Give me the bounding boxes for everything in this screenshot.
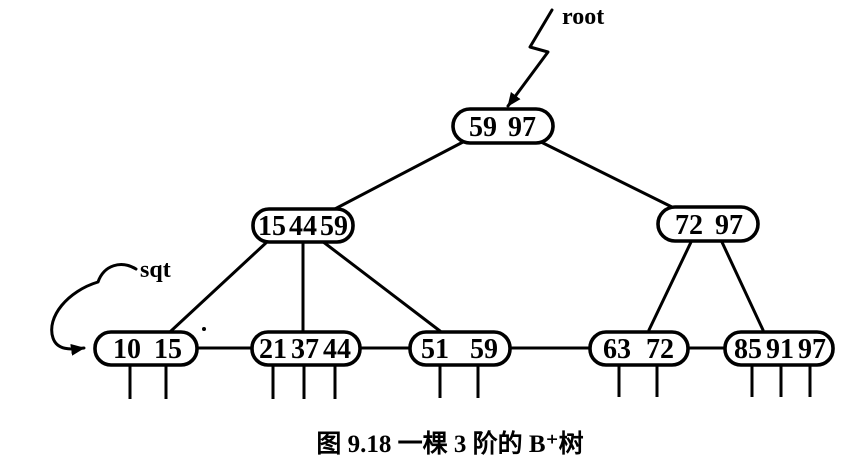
node-leaf-2: 21 37 44	[250, 330, 362, 367]
node-key: 59	[320, 211, 348, 242]
edge-root-to-internal-left	[329, 140, 465, 213]
root-pointer-arrow	[506, 8, 554, 108]
node-key: 10	[113, 334, 141, 365]
node-key: 97	[798, 334, 826, 365]
scan-speck	[202, 327, 206, 331]
node-key: 44	[289, 211, 317, 242]
node-key: 44	[323, 334, 351, 365]
node-key: 97	[508, 112, 536, 143]
figure-caption: 图 9.18 一棵 3 阶的 B⁺树	[316, 429, 583, 458]
node-key: 51	[421, 334, 449, 365]
node-key: 37	[291, 334, 319, 365]
node-root: 59 97	[451, 107, 555, 145]
node-leaf-3-box	[408, 330, 512, 367]
edge-internal-left-to-leaf-3	[320, 239, 442, 333]
node-internal-left: 15 44 59	[251, 207, 355, 244]
node-leaf-4: 63 72	[588, 330, 690, 367]
node-leaf-5: 85 91 97	[723, 330, 835, 367]
node-leaf-5-box	[723, 330, 835, 367]
node-key: 85	[734, 334, 762, 365]
node-internal-left-box	[251, 207, 355, 244]
node-key: 97	[715, 210, 743, 241]
node-key: 59	[470, 334, 498, 365]
node-internal-right: 72 97	[656, 205, 760, 243]
node-key: 63	[603, 334, 631, 365]
node-leaf-1-box	[93, 330, 199, 367]
node-root-box	[451, 107, 555, 145]
node-key: 15	[154, 334, 182, 365]
node-key: 72	[675, 210, 703, 241]
edge-root-to-internal-right	[539, 140, 680, 212]
node-key: 91	[766, 334, 794, 365]
edge-internal-left-to-leaf-1	[169, 239, 270, 333]
node-internal-right-box	[656, 205, 760, 243]
sqt-pointer-label: sqt	[140, 257, 171, 283]
root-pointer-label: root	[562, 4, 604, 30]
node-leaf-3: 51 59	[408, 330, 512, 367]
edge-internal-right-to-leaf-4	[647, 238, 694, 332]
node-leaf-1: 10 15	[93, 330, 199, 367]
node-key: 15	[258, 211, 286, 242]
node-key: 21	[259, 334, 287, 365]
node-key: 72	[646, 334, 674, 365]
node-leaf-2-box	[250, 330, 362, 367]
node-key: 59	[469, 112, 497, 143]
edge-internal-right-to-leaf-5	[719, 238, 765, 332]
node-leaf-4-box	[588, 330, 690, 367]
sqt-pointer-arrow	[50, 263, 138, 356]
